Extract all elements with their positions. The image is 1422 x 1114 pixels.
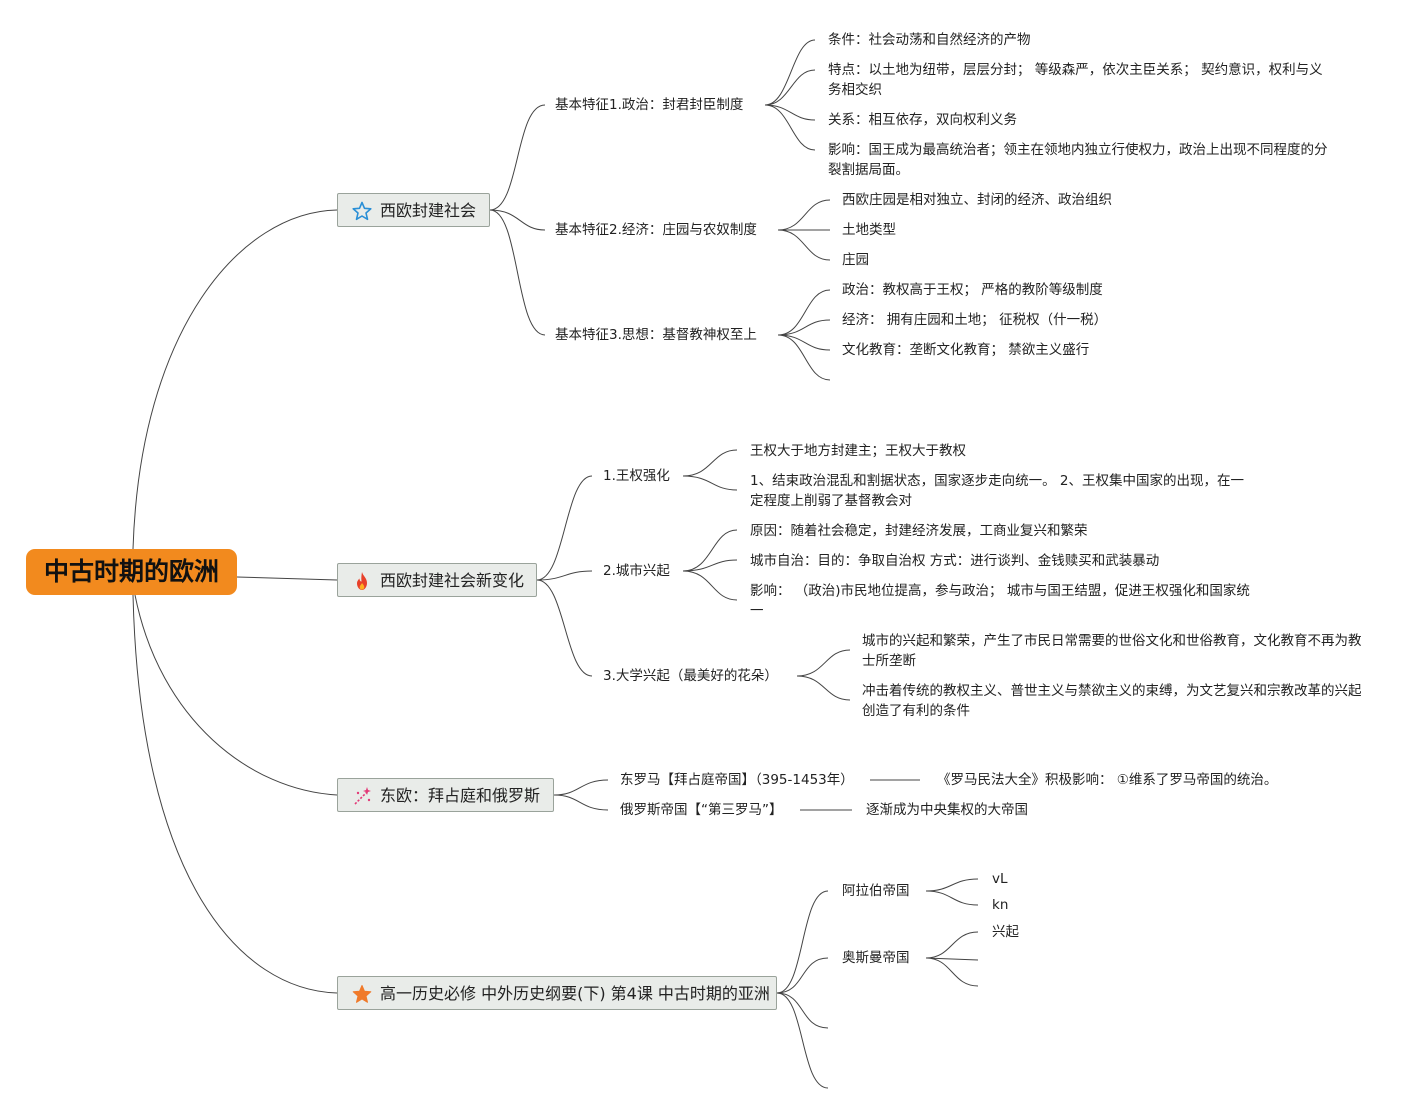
- link-b4-c2: [776, 957, 829, 994]
- subtopic-arab-empire[interactable]: 阿拉伯帝国: [842, 883, 910, 899]
- subtopic-thought[interactable]: 基本特征3.思想：基督教神权至上: [555, 327, 757, 343]
- fire-icon: [357, 572, 367, 590]
- link-b2c3-items: [796, 649, 851, 701]
- branch-western-feudal-society[interactable]: 西欧封建社会: [337, 193, 490, 227]
- leaf-item[interactable]: 1、结束政治混乱和割据状态，国家逐步走向统一。 2、王权集中国家的出现，在一定程…: [750, 473, 1244, 509]
- link-b1-c3: [489, 209, 546, 336]
- link-b2-c3: [536, 579, 593, 677]
- link-b1c2-items: [777, 199, 831, 261]
- subtopic-byzantine[interactable]: 东罗马【拜占庭帝国】（395-1453年）: [620, 772, 854, 788]
- link-b2-c1: [536, 475, 593, 581]
- subtopic-universities[interactable]: 3.大学兴起（最美好的花朵）: [603, 668, 778, 684]
- branch-medieval-asia[interactable]: 高一历史必修 中外历史纲要(下) 第4课 中古时期的亚洲: [337, 976, 777, 1010]
- leaf-item[interactable]: 兴起: [992, 924, 1019, 940]
- leaf-item[interactable]: 原因：随着社会稳定，封建经济发展，工商业复兴和繁荣: [750, 523, 1088, 539]
- branch-label: 西欧封建社会: [380, 201, 477, 220]
- link-b3-c1: [553, 779, 609, 796]
- leaf-item[interactable]: 关系：相互依存，双向权利义务: [828, 112, 1017, 128]
- subtopic-economy[interactable]: 基本特征2.经济：庄园与农奴制度: [555, 222, 757, 238]
- leaf-item[interactable]: 庄园: [842, 252, 869, 268]
- link-b4-c1: [776, 890, 829, 994]
- leaf-item[interactable]: 王权大于地方封建主；王权大于教权: [750, 443, 966, 459]
- subtopic-royal-power[interactable]: 1.王权强化: [603, 468, 670, 484]
- branch-label: 西欧封建社会新变化: [380, 571, 525, 590]
- subtopic-cities[interactable]: 2.城市兴起: [603, 563, 670, 579]
- leaf-item[interactable]: 冲击着传统的教权主义、普世主义与禁欲主义的束缚，为文艺复兴和宗教改革的兴起创造了…: [862, 683, 1362, 719]
- leaf-item[interactable]: 城市自治：目的：争取自治权 方式：进行谈判、金钱赎买和武装暴动: [750, 553, 1160, 569]
- leaf-item[interactable]: 政治：教权高于王权； 严格的教阶等级制度: [842, 282, 1103, 298]
- root-topic[interactable]: 中古时期的欧洲: [26, 549, 237, 595]
- leaf-item[interactable]: 逐渐成为中央集权的大帝国: [866, 802, 1028, 818]
- link-b1c1-items: [764, 39, 816, 151]
- star-filled-icon: [352, 985, 372, 1003]
- leaf-item[interactable]: 西欧庄园是相对独立、封闭的经济、政治组织: [842, 192, 1112, 208]
- subtopic-russia[interactable]: 俄罗斯帝国【“第三罗马”】: [620, 802, 783, 818]
- link-b4c2-items: [925, 931, 979, 987]
- leaf-item[interactable]: 经济： 拥有庄园和土地； 征税权（什一税）: [842, 312, 1108, 328]
- branch-label: 高一历史必修 中外历史纲要(下) 第4课 中古时期的亚洲: [380, 984, 770, 1003]
- branch-eastern-europe[interactable]: 东欧：拜占庭和俄罗斯: [337, 778, 554, 812]
- link-b2c1-items: [682, 449, 738, 491]
- leaf-item[interactable]: 条件：社会动荡和自然经济的产物: [828, 32, 1031, 48]
- link-b4-c3: [776, 992, 829, 1029]
- link-b4-c4: [776, 992, 829, 1089]
- star-outline-icon: [352, 201, 372, 221]
- leaf-item[interactable]: 影响：国王成为最高统治者；领主在领地内独立行使权力，政治上出现不同程度的分裂割据…: [828, 142, 1328, 178]
- link-b2-c2: [536, 570, 593, 581]
- subtopic-politics[interactable]: 基本特征1.政治：封君封臣制度: [555, 97, 744, 113]
- subtopic-ottoman-empire[interactable]: 奥斯曼帝国: [842, 950, 910, 966]
- leaf-item[interactable]: 《罗马民法大全》积极影响： ①维系了罗马帝国的统治。: [937, 772, 1278, 788]
- link-root-b4: [132, 594, 338, 994]
- link-b4c1-items: [925, 878, 979, 906]
- leaf-item[interactable]: 特点：以土地为纽带，层层分封； 等级森严，依次主臣关系； 契约意识，权利与义务相…: [828, 62, 1323, 98]
- link-root-b1: [132, 209, 338, 550]
- leaf-item[interactable]: 文化教育：垄断文化教育； 禁欲主义盛行: [842, 342, 1090, 358]
- link-root-b3: [134, 594, 338, 796]
- branch-label: 东欧：拜占庭和俄罗斯: [380, 786, 541, 805]
- link-b3-c2: [553, 794, 609, 811]
- link-b1c3-items: [777, 289, 831, 381]
- leaf-item[interactable]: 影响： （政治)市民地位提高，参与政治； 城市与国王结盟，促进王权强化和国家统一: [750, 583, 1250, 619]
- link-b1-c1: [489, 104, 546, 211]
- link-root-b2: [236, 576, 338, 581]
- sparkle-icon: [354, 787, 371, 805]
- link-b1-c2: [489, 209, 546, 231]
- branch-new-changes[interactable]: 西欧封建社会新变化: [337, 563, 537, 597]
- leaf-item[interactable]: vL: [992, 871, 1008, 887]
- link-b2c2-items: [682, 529, 738, 601]
- leaf-item[interactable]: kn: [992, 897, 1009, 913]
- leaf-item[interactable]: 土地类型: [842, 222, 896, 238]
- leaf-item[interactable]: 城市的兴起和繁荣，产生了市民日常需要的世俗文化和世俗教育，文化教育不再为教士所垄…: [862, 633, 1362, 669]
